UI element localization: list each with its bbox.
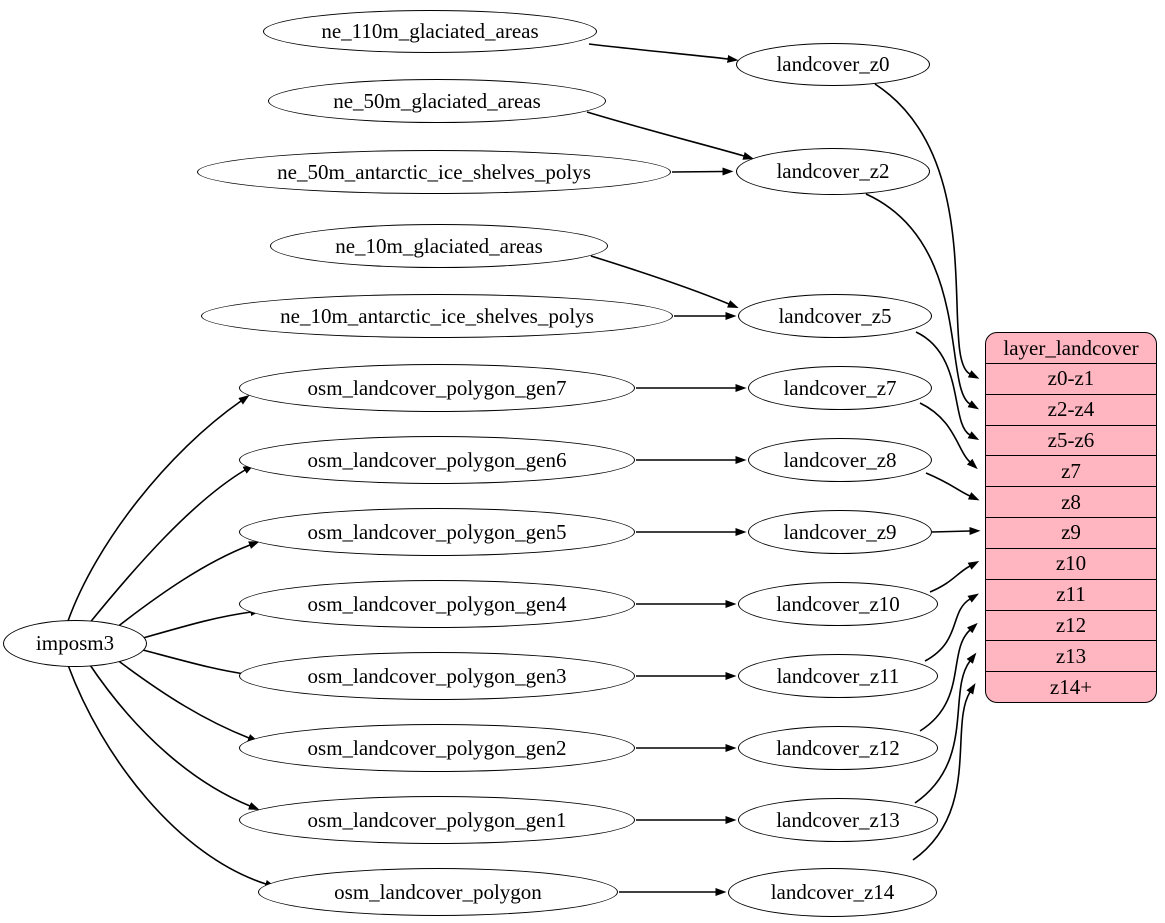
- edge-imposm3-gen3: [142, 649, 262, 679]
- record-title: layer_landcover: [1003, 335, 1139, 360]
- node-osm-landcover-polygon-gen7: osm_landcover_polygon_gen7: [239, 364, 635, 412]
- node-landcover-z13: landcover_z13: [738, 798, 938, 842]
- node-landcover-z10: landcover_z10: [738, 582, 938, 626]
- edge-ne50m-z2: [586, 111, 755, 160]
- edge-z0-row: [874, 83, 980, 379]
- edge-ne110m-z0: [588, 43, 739, 63]
- edge-imposm3-gen5: [111, 541, 260, 632]
- edge-imposm3-polygon: [67, 664, 277, 888]
- node-imposm3: imposm3: [3, 620, 147, 667]
- node-landcover-z12: landcover_z12: [738, 726, 938, 770]
- node-landcover-z2: landcover_z2: [736, 148, 930, 195]
- edge-imposm3-gen1: [87, 661, 260, 810]
- node-osm-landcover-polygon-gen5: osm_landcover_polygon_gen5: [239, 508, 635, 556]
- edge-z9-row: [931, 527, 981, 536]
- node-landcover-z11: landcover_z11: [738, 654, 938, 698]
- node-landcover-z14: landcover_z14: [728, 868, 937, 917]
- edge-imposm3-gen7: [67, 394, 250, 622]
- edge-z2-row: [865, 193, 980, 410]
- node-ne-10m-antarctic-ice-shelves-polys: ne_10m_antarctic_ice_shelves_polys: [201, 294, 673, 338]
- record-row-z8: z8: [986, 486, 1156, 517]
- node-osm-landcover-polygon: osm_landcover_polygon: [258, 868, 618, 916]
- edge-z5-row: [915, 331, 980, 441]
- node-ne-50m-antarctic-ice-shelves-polys: ne_50m_antarctic_ice_shelves_polys: [197, 150, 671, 194]
- edge-z10-row: [929, 561, 980, 593]
- edge-z11-row: [924, 593, 979, 662]
- record-row-z5-z6: z5-z6: [986, 424, 1156, 456]
- record-row-z9: z9: [986, 517, 1156, 548]
- record-row-z12: z12: [986, 609, 1156, 641]
- record-row-z10: z10: [986, 547, 1156, 579]
- node-landcover-z9: landcover_z9: [748, 510, 932, 554]
- record-row-z14plus: z14+: [986, 671, 1156, 702]
- record-row-z0-z1: z0-z1: [986, 363, 1156, 394]
- edge-z14-row: [912, 683, 976, 861]
- node-layer-landcover: layer_landcover z0-z1 z2-z4 z5-z6 z7 z8 …: [985, 332, 1157, 703]
- edge-z12-row: [919, 622, 978, 732]
- edge-ne10m-z5: [590, 255, 739, 309]
- record-row-z13: z13: [986, 640, 1156, 671]
- edge-imposm3-gen6: [87, 464, 254, 626]
- node-landcover-z0: landcover_z0: [736, 43, 930, 86]
- node-ne-110m-glaciated-areas: ne_110m_glaciated_areas: [263, 10, 597, 53]
- node-osm-landcover-polygon-gen1: osm_landcover_polygon_gen1: [239, 796, 635, 844]
- record-row-z7: z7: [986, 455, 1156, 486]
- node-landcover-z8: landcover_z8: [748, 438, 932, 482]
- node-osm-landcover-polygon-gen3: osm_landcover_polygon_gen3: [239, 652, 635, 700]
- record-row-z2-z4: z2-z4: [986, 393, 1156, 425]
- node-ne-10m-glaciated-areas: ne_10m_glaciated_areas: [270, 224, 608, 268]
- edge-imposm3-gen2: [111, 655, 259, 742]
- node-landcover-z7: landcover_z7: [748, 366, 932, 410]
- edge-imposm3-gen4: [142, 608, 262, 639]
- node-osm-landcover-polygon-gen2: osm_landcover_polygon_gen2: [239, 724, 635, 772]
- node-osm-landcover-polygon-gen4: osm_landcover_polygon_gen4: [239, 580, 635, 628]
- node-osm-landcover-polygon-gen6: osm_landcover_polygon_gen6: [239, 436, 635, 484]
- node-landcover-z5: landcover_z5: [738, 294, 932, 338]
- node-ne-50m-glaciated-areas: ne_50m_glaciated_areas: [268, 79, 606, 123]
- record-row-z11: z11: [986, 578, 1156, 610]
- edge-z13-row: [914, 652, 977, 804]
- edge-z8-row: [925, 472, 980, 501]
- edge-ne50m-ant-z2: [671, 167, 734, 176]
- edge-z7-row: [919, 402, 978, 470]
